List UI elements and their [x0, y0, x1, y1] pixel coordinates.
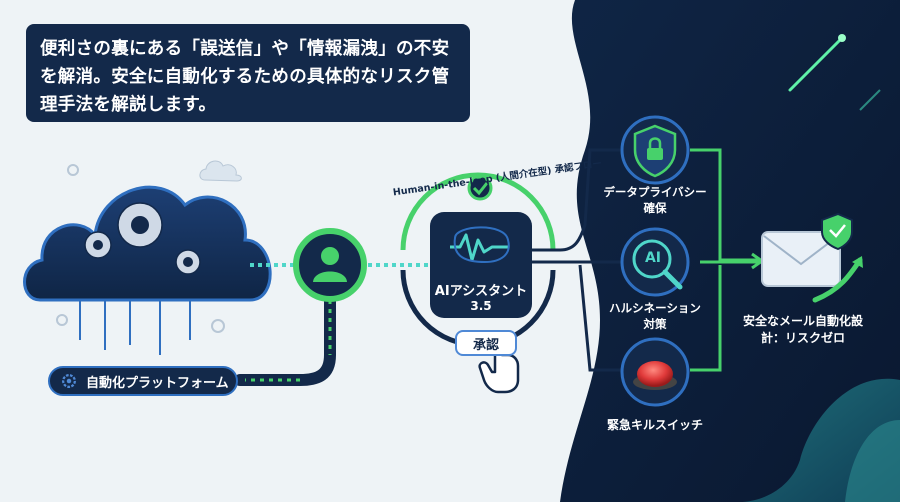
kill-switch-button-icon [620, 337, 690, 407]
result-connector [690, 148, 760, 262]
description-callout: 便利さの裏にある「誤送信」や「情報漏洩」の不安 を解消。安全に自動化するための具… [26, 24, 470, 122]
killswitch-label: 緊急キルスイッチ [606, 418, 703, 432]
approve-button[interactable]: 承認 [455, 330, 517, 356]
pipe-connector [234, 294, 336, 386]
automation-platform-label: 自動化プラットフォーム [48, 366, 238, 396]
brain-waveform-icon [450, 233, 508, 262]
ai-assistant-version: 3.5 [470, 299, 492, 313]
callout-line: 理手法を解説します。 [40, 95, 217, 115]
gear-icon [62, 374, 76, 388]
hitl-arc [400, 172, 556, 251]
result-label-line: 安全なメール自動化設 [742, 314, 863, 328]
checkmark-badge-icon [467, 175, 493, 201]
callout-line: 便利さの裏にある「誤送信」や「情報漏洩」の不安 [40, 39, 450, 59]
user-icon [293, 228, 367, 302]
privacy-label-line: 確保 [643, 201, 667, 215]
ai-magnifier-icon [620, 227, 690, 297]
shield-lock-icon [620, 115, 690, 185]
cloud-icon [23, 185, 272, 355]
hallucination-label: ハルシネーション 対策 [600, 300, 710, 332]
light-streak [788, 38, 842, 92]
small-cloud-icon [199, 160, 242, 182]
ai-badge-text: AI [644, 250, 662, 266]
ai-assistant-name: AIアシスタント [434, 284, 528, 299]
callout-line: を解消。安全に自動化するための具体的なリスク管 [40, 67, 450, 87]
privacy-label-line: データプライバシー [603, 185, 707, 199]
privacy-label: データプライバシー 確保 [598, 184, 712, 216]
result-label: 安全なメール自動化設 計：リスクゼロ [734, 312, 872, 346]
hallucination-label-line: 対策 [643, 317, 667, 331]
ai-assistant-label: AIアシスタント 3.5 [421, 280, 541, 313]
hallucination-label-line: ハルシネーション [609, 301, 701, 315]
small-gear-icon [211, 319, 225, 333]
result-label-line: 計：リスクゼロ [760, 331, 845, 345]
branch-connector [532, 148, 620, 252]
small-gear-icon [67, 164, 79, 176]
ai-assistant-card [430, 212, 532, 318]
envelope-check-icon [761, 212, 863, 303]
small-gear-icon [56, 314, 68, 326]
platform-label-text: 自動化プラットフォーム [86, 375, 229, 391]
